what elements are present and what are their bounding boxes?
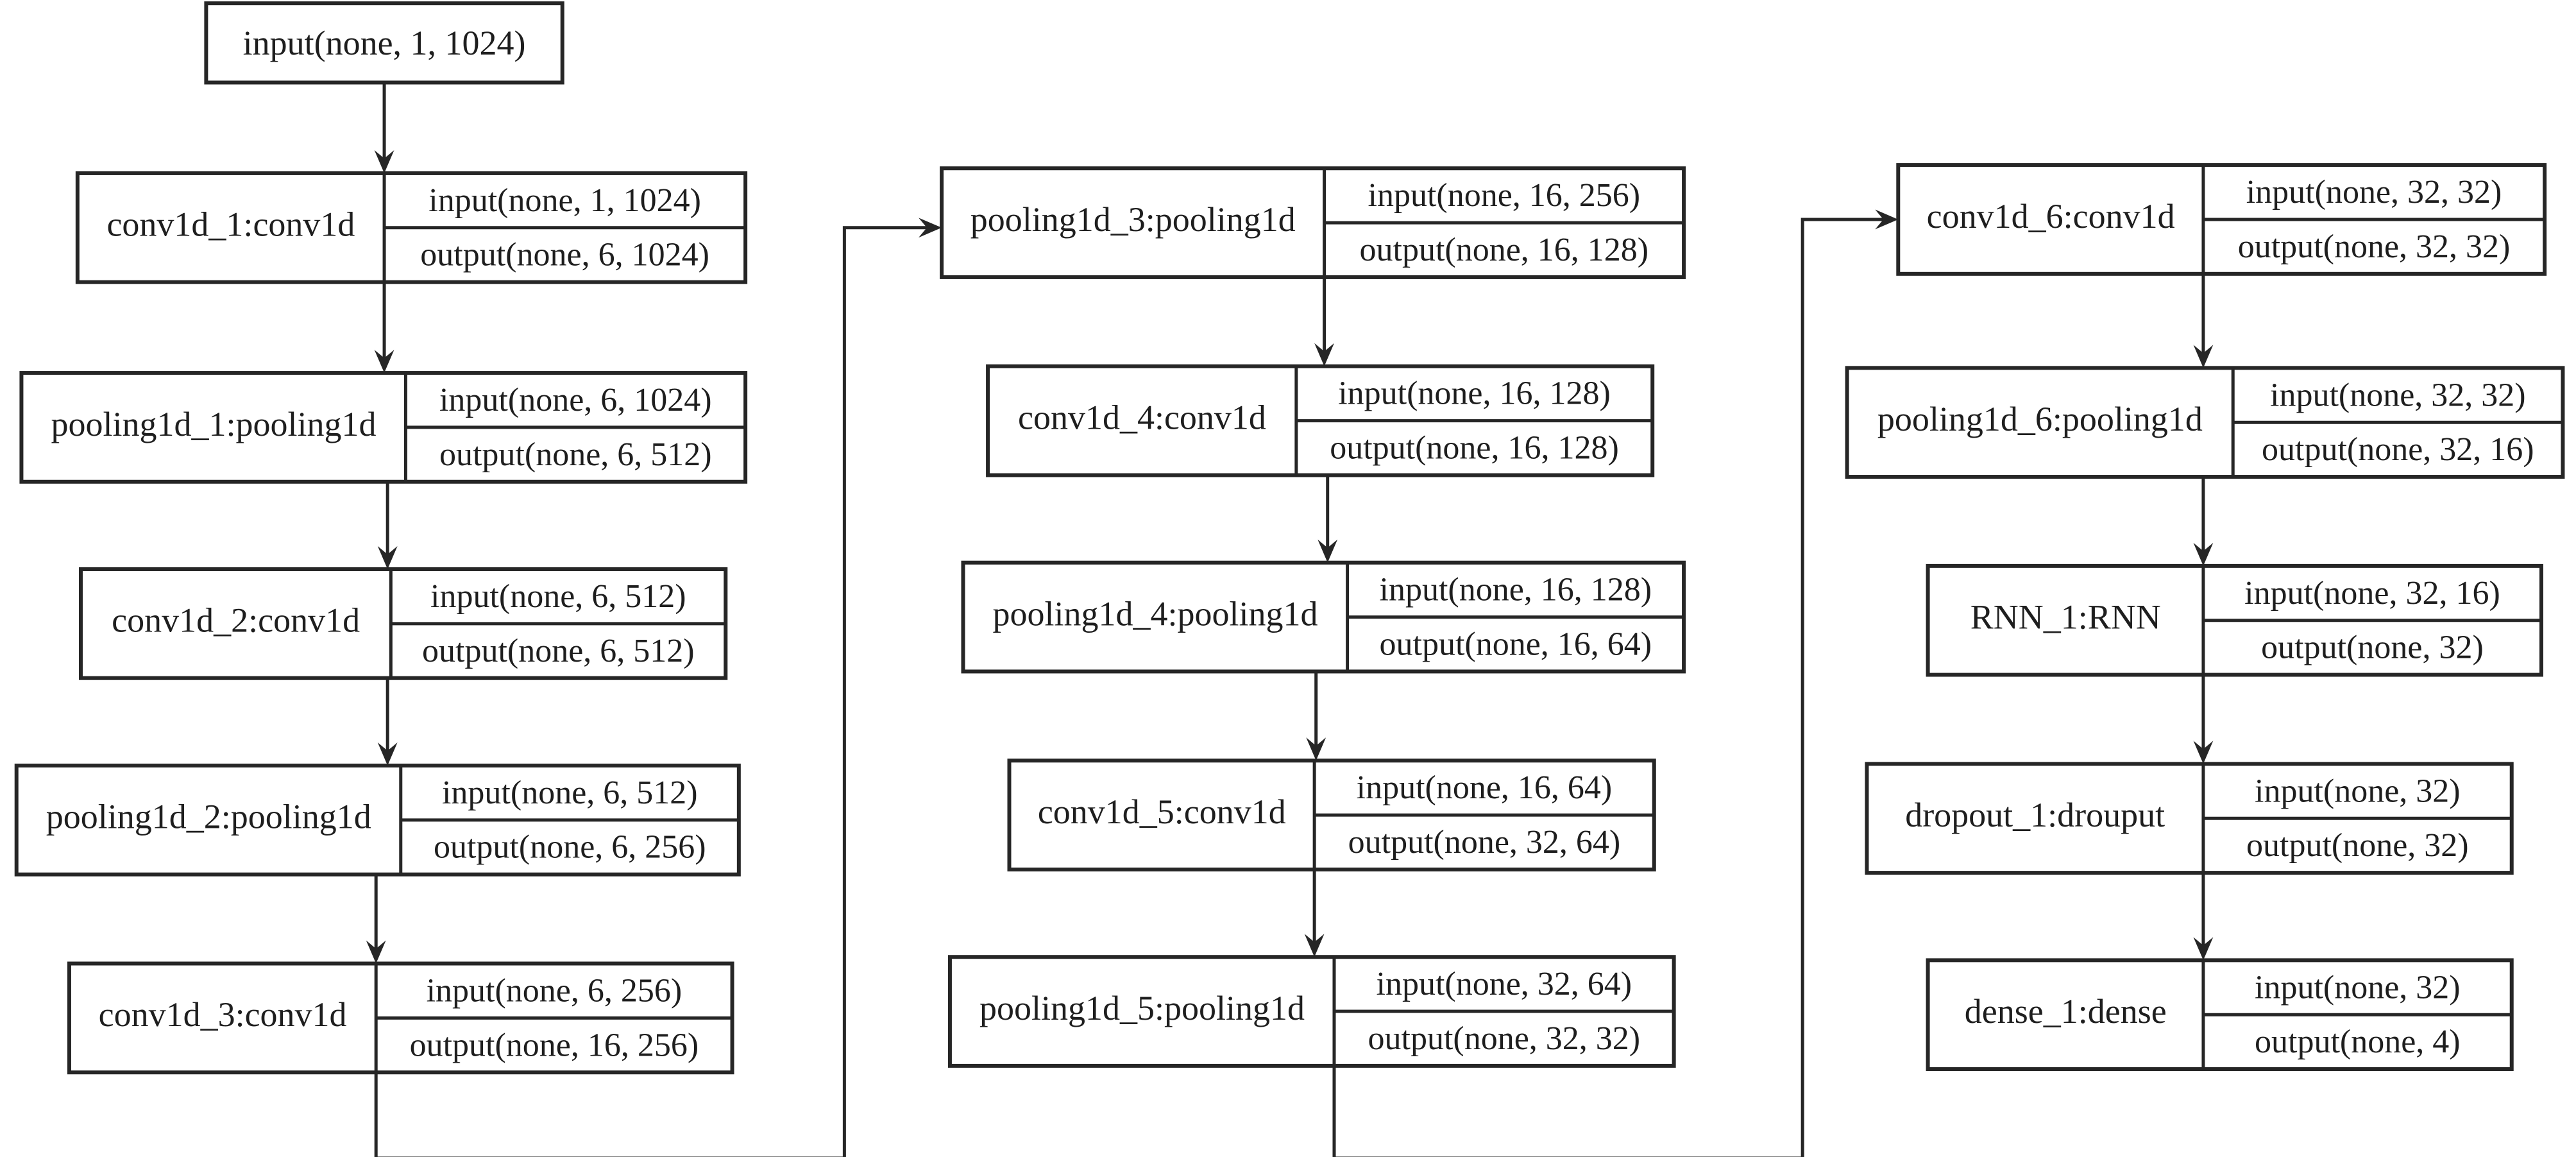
layer-node: dense_1:dense input(none, 32) output(none,… <box>1926 958 2514 1072</box>
edge-line <box>1332 218 1890 1157</box>
layer-input-shape: input(none, 32, 32) <box>2270 377 2526 413</box>
layer-node: pooling1d_2:pooling1d input(none, 6, 512)… <box>14 763 741 877</box>
layer-name: conv1d_5:conv1d <box>1038 793 1286 831</box>
layer-input-shape: input(none, 32) <box>2255 969 2461 1006</box>
layer-input-shape: input(none, 32, 32) <box>2246 174 2502 210</box>
layer-input-shape: input(none, 6, 512) <box>430 578 686 615</box>
layer-input-shape: input(none, 32, 64) <box>1377 966 1632 1002</box>
layer-node: RNN_1:RNN input(none, 32, 16) output(none,… <box>1926 563 2544 677</box>
arrowhead-icon <box>374 350 394 373</box>
layer-node: pooling1d_1:pooling1d input(none, 6, 1024… <box>19 371 748 484</box>
layer-output-shape: output(none, 16, 256) <box>410 1027 699 1063</box>
arrowhead-icon <box>1314 343 1334 366</box>
layer-input-shape: input(none, 16, 128) <box>1380 572 1652 608</box>
layer-node: conv1d_5:conv1d input(none, 16, 64) output… <box>1007 758 1656 871</box>
layer-node: conv1d_4:conv1d input(none, 16, 128) outpu… <box>986 364 1655 477</box>
arrowhead-icon <box>1318 539 1338 563</box>
layer-output-shape: output(none, 6, 512) <box>439 436 712 473</box>
layer-output-shape: output(none, 6, 256) <box>434 829 706 866</box>
layer-input-shape: input(none, 6, 512) <box>442 775 698 811</box>
layer-node: dropout_1:drouput input(none, 32) output(n… <box>1865 762 2514 875</box>
layer-name: pooling1d_1:pooling1d <box>51 405 376 443</box>
layer-name: dense_1:dense <box>1965 992 2167 1031</box>
layer-node: pooling1d_4:pooling1d input(none, 16, 128… <box>961 560 1686 674</box>
layer-name: conv1d_2:conv1d <box>112 601 360 640</box>
input-node-label: input(none, 1, 1024) <box>243 24 526 62</box>
layer-output-shape: output(none, 32, 64) <box>1348 824 1621 861</box>
layer-input-shape: input(none, 6, 1024) <box>439 382 712 418</box>
layer-output-shape: output(none, 6, 512) <box>422 633 695 669</box>
layer-name: RNN_1:RNN <box>1970 598 2161 637</box>
layer-output-shape: output(none, 32, 32) <box>1368 1020 1641 1057</box>
layer-output-shape: output(none, 32, 32) <box>2238 228 2511 265</box>
layer-name: conv1d_4:conv1d <box>1018 398 1266 436</box>
layer-name: conv1d_6:conv1d <box>1927 197 2175 236</box>
layer-input-shape: input(none, 32, 16) <box>2244 575 2500 612</box>
arrowhead-icon <box>366 940 386 964</box>
layer-node: conv1d_6:conv1d input(none, 32, 32) output… <box>1896 163 2547 276</box>
arrowhead-icon <box>374 150 394 173</box>
arrowhead-icon <box>919 218 942 238</box>
layer-output-shape: output(none, 16, 128) <box>1360 232 1649 268</box>
layer-input-shape: input(none, 6, 256) <box>427 972 682 1009</box>
layer-name: pooling1d_2:pooling1d <box>46 798 371 836</box>
layer-input-shape: input(none, 16, 128) <box>1338 375 1611 412</box>
layer-name: pooling1d_3:pooling1d <box>970 200 1296 239</box>
arrowhead-icon <box>1304 934 1325 957</box>
layer-input-shape: input(none, 16, 256) <box>1368 177 1641 214</box>
layer-output-shape: output(none, 16, 128) <box>1330 430 1619 467</box>
layer-name: pooling1d_4:pooling1d <box>993 594 1318 633</box>
layer-output-shape: output(none, 32) <box>2261 630 2484 666</box>
arrowhead-icon <box>2193 345 2214 368</box>
input-node: input(none, 1, 1024) <box>204 1 564 85</box>
nodes: input(none, 1, 1024)conv1d_1:conv1dinput… <box>14 1 2565 1075</box>
layer-output-shape: output(none, 16, 64) <box>1380 626 1652 663</box>
arrowhead-icon <box>1875 209 1899 230</box>
layer-input-shape: input(none, 16, 64) <box>1357 769 1613 806</box>
edges <box>366 82 2214 1157</box>
layer-input-shape: input(none, 1, 1024) <box>428 182 701 219</box>
layer-output-shape: output(none, 6, 1024) <box>420 237 709 273</box>
layer-name: pooling1d_5:pooling1d <box>979 989 1305 1027</box>
edge-line <box>374 226 934 1157</box>
layer-node: pooling1d_6:pooling1d input(none, 32, 32)… <box>1845 366 2565 479</box>
layer-node: conv1d_2:conv1d input(none, 6, 512) output… <box>78 567 728 680</box>
arrowhead-icon <box>377 742 398 766</box>
layer-output-shape: output(none, 4) <box>2255 1024 2461 1060</box>
arrowhead-icon <box>377 546 398 570</box>
layer-input-shape: input(none, 32) <box>2255 773 2461 809</box>
layer-output-shape: output(none, 32, 16) <box>2262 431 2534 468</box>
layer-name: conv1d_3:conv1d <box>99 995 347 1034</box>
layer-node: pooling1d_3:pooling1d input(none, 16, 256… <box>940 166 1686 279</box>
layer-output-shape: output(none, 32) <box>2246 827 2469 864</box>
layer-name: pooling1d_6:pooling1d <box>1877 400 2203 438</box>
arrowhead-icon <box>2193 741 2214 764</box>
arrowhead-icon <box>2193 542 2214 566</box>
layer-node: conv1d_3:conv1d input(none, 6, 256) output… <box>67 961 734 1075</box>
arrowhead-icon <box>2193 937 2214 961</box>
layer-name: dropout_1:drouput <box>1905 796 2165 834</box>
layer-node: pooling1d_5:pooling1d input(none, 32, 64)… <box>947 955 1676 1068</box>
layer-name: conv1d_1:conv1d <box>106 205 355 244</box>
input-node-box <box>204 1 564 85</box>
layer-node: conv1d_1:conv1d input(none, 1, 1024) outpu… <box>75 171 748 284</box>
arrowhead-icon <box>1306 737 1326 761</box>
